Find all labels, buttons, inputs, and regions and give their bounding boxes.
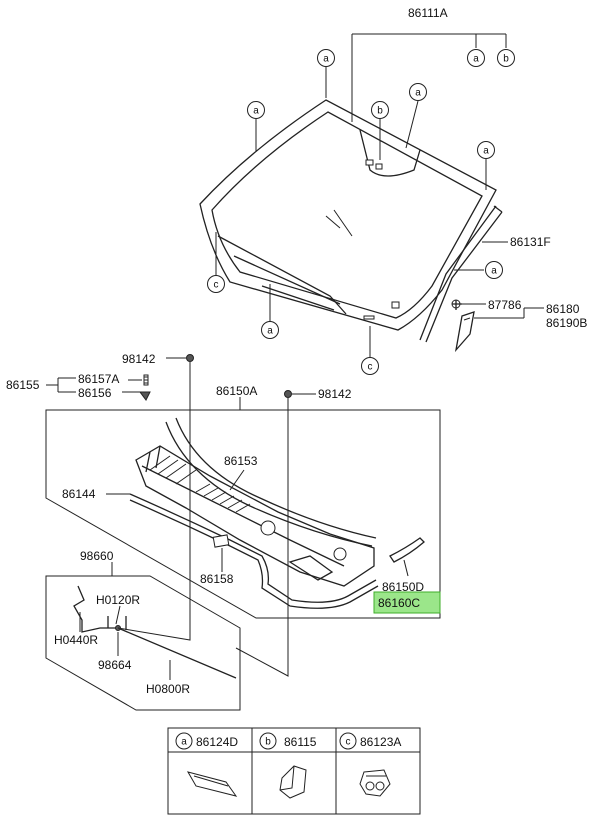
legend-cell-a[interactable]: a 86124D <box>175 732 238 797</box>
label-86160C[interactable]: 86160C <box>378 596 420 610</box>
clip-86124D-icon <box>186 771 238 797</box>
legend-cell-c[interactable]: c 86123A <box>339 732 401 797</box>
bolt-86157A[interactable] <box>143 374 149 386</box>
screw-98142-right[interactable] <box>284 390 292 407</box>
label-86144[interactable]: 86144 <box>62 487 96 501</box>
label-86111A[interactable]: 86111A <box>408 6 448 20</box>
label-86156[interactable]: 86156 <box>78 386 112 400</box>
label-98664[interactable]: 98664 <box>98 658 132 672</box>
pad-86158[interactable] <box>212 534 230 548</box>
label-H0120R[interactable]: H0120R <box>96 593 140 607</box>
hose-group-frame <box>45 575 241 711</box>
label-86160C-highlight <box>373 591 441 614</box>
callout-c-bottom: c <box>361 357 379 375</box>
label-H0800R[interactable]: H0800R <box>146 682 190 696</box>
stopper-86123A-icon <box>359 769 391 797</box>
svg-text:c: c <box>214 280 219 291</box>
svg-text:a: a <box>415 88 421 99</box>
label-86150A[interactable]: 86150A <box>216 384 257 398</box>
svg-text:86123A: 86123A <box>360 735 401 749</box>
label-86158[interactable]: 86158 <box>200 572 234 586</box>
cowl-top-panel[interactable] <box>135 417 377 587</box>
weatherstrip-86144[interactable] <box>129 493 377 603</box>
callout-a-upper-right: a <box>409 83 427 101</box>
label-86157A[interactable]: 86157A <box>78 372 119 386</box>
callout-a-moulding: a <box>485 261 503 279</box>
label-86180[interactable]: 86180 <box>546 302 580 316</box>
clip-87786[interactable] <box>451 299 462 310</box>
svg-text:c: c <box>346 737 351 748</box>
label-86150D[interactable]: 86150D <box>382 580 424 594</box>
label-98142-left[interactable]: 98142 <box>122 352 156 366</box>
svg-text:86115: 86115 <box>284 735 317 749</box>
label-86131F[interactable]: 86131F <box>510 235 551 249</box>
svg-text:a: a <box>473 54 479 65</box>
bracket-86180[interactable] <box>454 311 475 353</box>
svg-text:a: a <box>267 326 273 337</box>
svg-text:c: c <box>368 362 373 373</box>
label-86155[interactable]: 86155 <box>6 378 40 392</box>
label-98660[interactable]: 98660 <box>80 549 114 563</box>
legend-cell-b[interactable]: b 86115 <box>259 732 317 799</box>
callout-b-mirror: b <box>371 101 389 119</box>
svg-text:86124D: 86124D <box>196 735 238 749</box>
label-86153[interactable]: 86153 <box>224 454 258 468</box>
svg-text:a: a <box>483 146 489 157</box>
moulding-strip-86131F[interactable] <box>419 205 503 343</box>
svg-text:b: b <box>503 54 509 65</box>
callout-c-left: c <box>207 275 225 293</box>
svg-text:a: a <box>181 737 187 748</box>
callout-a-top: a <box>317 49 335 67</box>
label-87786[interactable]: 87786 <box>488 298 522 312</box>
svg-text:b: b <box>265 737 271 748</box>
svg-text:a: a <box>323 54 329 65</box>
callout-a-left: a <box>247 101 265 119</box>
cap-86156[interactable] <box>139 391 151 401</box>
svg-text:a: a <box>491 266 497 277</box>
label-98142-right[interactable]: 98142 <box>318 387 352 401</box>
legend-table: a 86124D b 86115 c 86123A <box>167 727 421 815</box>
callout-a-86111A: a <box>467 49 485 67</box>
callout-a-bottom: a <box>261 321 279 339</box>
callout-b-86111A: b <box>497 49 515 67</box>
callout-a-right: a <box>477 141 495 159</box>
label-H0440R[interactable]: H0440R <box>54 633 98 647</box>
svg-text:b: b <box>377 106 383 117</box>
seal-86150D[interactable] <box>389 537 425 563</box>
label-86190B[interactable]: 86190B <box>546 316 587 330</box>
screw-98142-left[interactable] <box>186 354 194 375</box>
cowl-group-frame <box>45 409 441 619</box>
windshield-glass[interactable] <box>199 99 497 331</box>
leader-lines <box>46 33 544 680</box>
svg-text:a: a <box>253 106 259 117</box>
